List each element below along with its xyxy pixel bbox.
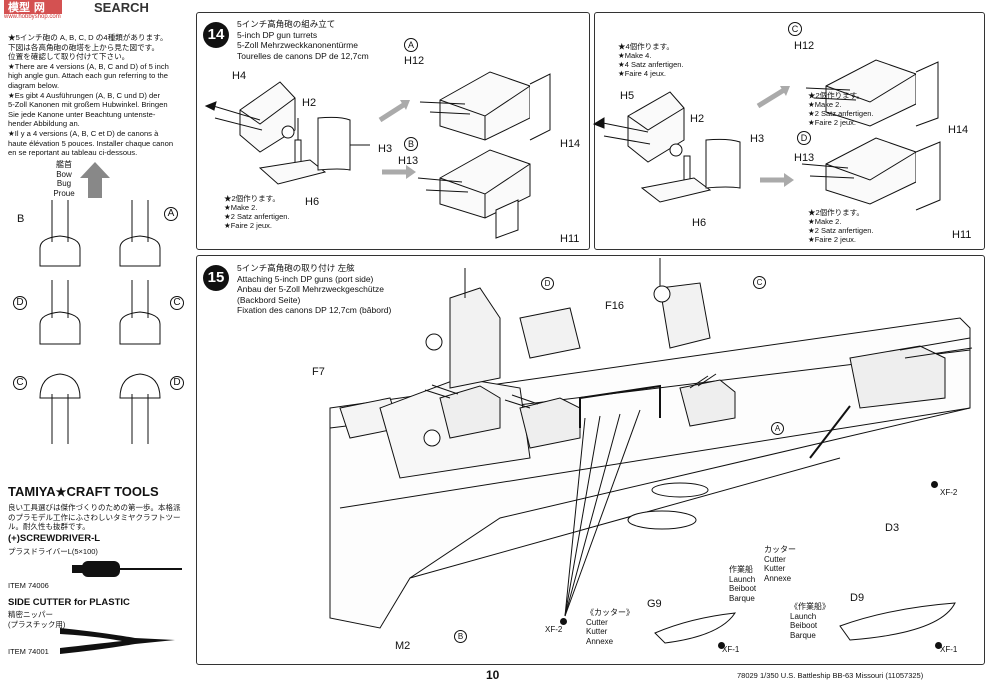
part-label: H13 [794,152,815,164]
step14-left-make-note: ★2個作ります。 ★Make 2. ★2 Satz anfertigen. ★F… [224,194,290,230]
note-line: diagram below. [8,80,60,90]
step14-d-make-note: ★2個作ります。 ★Make 2. ★2 Satz anfertigen. ★F… [808,208,874,244]
paint-code: XF-1 [940,645,958,654]
product-line: 78029 1/350 U.S. Battleship BB-63 Missou… [737,671,924,680]
turret-orientation-diagrams [39,200,161,444]
svg-text:模型 网: 模型 网 [8,0,45,14]
paint-marker [935,636,942,654]
part-label: G9 [647,598,662,610]
version-letter: A [771,422,784,435]
watermark-header: 模型 网 SEARCH www.hobbyshop.com [0,0,175,20]
battleship-drawing [329,258,973,644]
step14-title: 5インチ高角砲の組み立て 5-inch DP gun turrets 5-Zol… [237,19,369,61]
turret-letter: D [13,296,27,310]
part-label: H11 [952,229,972,241]
part-label: H2 [302,97,317,109]
step14-assembly-drawing [204,71,551,239]
launch-box-label: 《作業船》 Launch Beiboot Barque [790,602,830,640]
note-line: en se reportant au tableau ci-dessous. [8,148,138,158]
side-cutter-icon [60,628,175,654]
version-letter: C [753,276,766,289]
version-letter: B [454,630,467,643]
part-label: D9 [850,592,865,604]
paint-dot-icon [560,618,567,625]
part-label: M2 [395,640,411,652]
turret-letter: C [13,376,27,390]
part-label: H3 [750,133,765,145]
part-label: H5 [620,90,635,102]
part-label: H6 [692,217,707,229]
paint-marker [931,481,938,490]
note-line: ★Es gibt 4 Ausführungen (A, B, C und D) … [8,90,161,100]
version-letter: B [404,137,418,151]
paint-dot-icon [931,481,938,488]
part-label: F16 [605,300,624,312]
note-line: 位置を確認して取り付けて下さい。 [8,52,130,62]
watermark-logo-icon: 模型 网 [4,0,62,14]
part-label: H6 [305,196,320,208]
note-line: ★5インチ砲の A, B, C, D の4種類があります。 [8,33,168,42]
part-label: H4 [232,70,247,82]
step14-right-make-note: ★4個作ります。 ★Make 4. ★4 Satz anfertigen. ★F… [618,42,684,78]
launch-callout: 作業船 Launch Beiboot Barque [729,565,757,603]
bow-arrow-icon [80,162,110,198]
cutter-title: SIDE CUTTER for PLASTIC [8,597,130,608]
note-line: Sie jede Kanone unter Beachtung untenste… [8,109,156,119]
screwdriver-jp: プラスドライバーL(5×100) [8,547,98,556]
part-label: H14 [560,138,581,150]
paint-marker [718,636,725,654]
left-notes: ★5インチ砲の A, B, C, D の4種類があります。 下図は各高角砲の砲塔… [8,33,176,158]
screwdriver-item: ITEM 74006 [8,581,49,590]
paint-marker [560,612,567,630]
watermark-url: www.hobbyshop.com [4,14,61,20]
note-line: 5-Zoll Kanonen mit großem Hubwinkel. Bri… [8,100,168,110]
cutter-item: ITEM 74001 [8,647,49,656]
note-line: ★There are 4 versions (A, B, C and D) of… [8,61,169,71]
note-line: high angle gun. Attach each gun referrin… [8,71,169,81]
paint-dot-icon [718,642,725,649]
paint-code: XF-2 [545,625,563,634]
screwdriver-title: (+)SCREWDRIVER-L [8,533,101,544]
watermark-logo: 模型 网 [4,0,64,15]
tamiya-star-icon: ★ [55,485,67,499]
part-label: H12 [794,40,815,52]
page-number: 10 [486,668,500,682]
part-label: H3 [378,143,393,155]
paint-dot-icon [935,642,942,649]
part-label: F7 [312,366,325,378]
part-label: H13 [398,155,419,167]
note-line: haute élévation 5 pouces. Installer chaq… [8,138,174,148]
part-label: D3 [885,522,900,534]
note-line: ★Il y a 4 versions (A, B, C et D) de can… [8,128,159,138]
version-letter: D [797,131,811,145]
cutter-box-label: 《カッター》 Cutter Kutter Annexe [586,608,634,646]
version-letter: D [541,277,554,290]
step15-title: 5インチ高角砲の取り付け 左舷 Attaching 5-inch DP guns… [237,263,392,315]
step14-right-assembly-drawing [592,59,941,211]
turret-letter: A [164,207,178,221]
tools-brand: TAMIYA★CRAFT TOOLS [8,484,159,499]
tools-intro: 良い工具選びは傑作づくりのための第一歩。本格派 のプラモデル工作にふさわしいタミ… [8,503,181,531]
step14-c-make-note: ★2個作ります。 ★Make 2. ★2 Satz anfertigen. ★F… [808,91,874,127]
cutter-callout: カッター Cutter Kutter Annexe [764,545,796,583]
bow-label: 艦首 Bow Bug Proue [53,160,75,198]
turret-letter: D [170,376,184,390]
step14-number: 14 [203,22,229,48]
turret-letter: C [170,296,184,310]
step15-number: 15 [203,265,229,291]
part-label: H2 [690,113,705,125]
note-line: hender Abbildung an. [8,119,80,129]
part-label: H11 [560,233,580,245]
version-letter: A [404,38,418,52]
cutter-jp: 精密ニッパー (プラスチック用) [8,610,66,629]
watermark-search-text: SEARCH [94,0,149,15]
screwdriver-icon [72,561,182,577]
paint-code: XF-2 [940,488,958,497]
part-label: H12 [404,55,425,67]
paint-code: XF-1 [722,645,740,654]
version-letter: C [788,22,802,36]
turret-letter: B [17,213,25,225]
part-label: H14 [948,124,969,136]
note-line: 下図は各高角砲の砲塔を上から見た図です。 [8,42,160,52]
